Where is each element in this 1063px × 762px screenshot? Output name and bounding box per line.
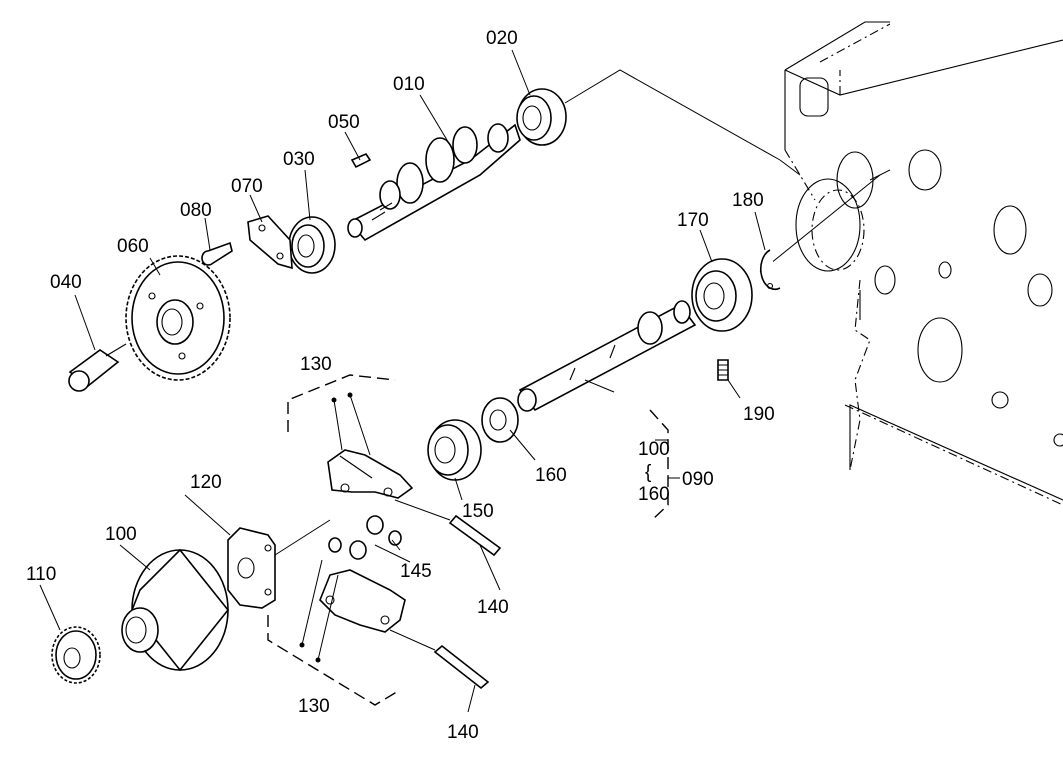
cam-axis-line	[564, 69, 781, 161]
label-180: 180	[732, 190, 764, 211]
engine-block	[784, 21, 1063, 506]
governor-shaft-090	[517, 300, 697, 412]
label-060: 060	[117, 236, 149, 257]
label-030: 030	[283, 149, 315, 170]
label-150: 150	[462, 501, 494, 522]
pin-140-lower	[433, 644, 490, 690]
box-130-lower	[267, 615, 401, 706]
part-labels: 020 010 050 030 070 080 060 040 170 180 …	[26, 28, 775, 743]
retainer-plate-070	[247, 215, 293, 270]
box-130-upper	[287, 374, 396, 432]
pin-140-upper	[448, 514, 502, 557]
bolt-080	[201, 241, 233, 266]
label-020: 020	[486, 28, 518, 49]
bearing-170	[691, 258, 753, 332]
label-010: 010	[393, 74, 425, 95]
label-160: 160	[535, 465, 567, 486]
box-090	[649, 409, 669, 521]
label-050: 050	[328, 112, 360, 133]
gear-060	[125, 255, 231, 381]
plate-120	[227, 527, 276, 609]
leader-lines	[39, 49, 766, 713]
sleeve-150	[427, 419, 482, 481]
gear-110	[51, 626, 101, 684]
bearing-020	[516, 88, 567, 146]
pin-040	[68, 343, 127, 392]
camshaft-010	[347, 123, 521, 242]
leader-120-axis	[274, 519, 331, 556]
governor-axis-line	[759, 174, 881, 273]
snap-ring-180	[760, 249, 781, 291]
label-140-upper: 140	[477, 597, 509, 618]
label-100-range: 100	[638, 439, 670, 460]
label-160-range: 160	[638, 484, 670, 505]
label-190: 190	[743, 404, 775, 425]
label-110: 110	[26, 564, 56, 585]
label-range-sep: {	[645, 462, 652, 483]
key-050	[350, 153, 372, 169]
governor-weight-upper	[327, 449, 414, 499]
label-090: 090	[682, 469, 714, 490]
washer-160	[481, 397, 519, 443]
set-screw-190	[717, 359, 729, 381]
label-070: 070	[231, 176, 263, 197]
label-145: 145	[400, 561, 432, 582]
label-100: 100	[105, 524, 137, 545]
housing-100	[121, 548, 230, 672]
governor-weight-lower	[319, 569, 406, 633]
pins-145	[328, 515, 402, 560]
label-130-upper: 130	[300, 354, 332, 375]
label-120: 120	[190, 472, 222, 493]
label-140-lower: 140	[447, 722, 479, 743]
label-040: 040	[50, 272, 82, 293]
label-130-lower: 130	[298, 696, 330, 717]
bearing-030	[288, 216, 336, 274]
label-170: 170	[677, 210, 709, 231]
label-080: 080	[180, 200, 212, 221]
